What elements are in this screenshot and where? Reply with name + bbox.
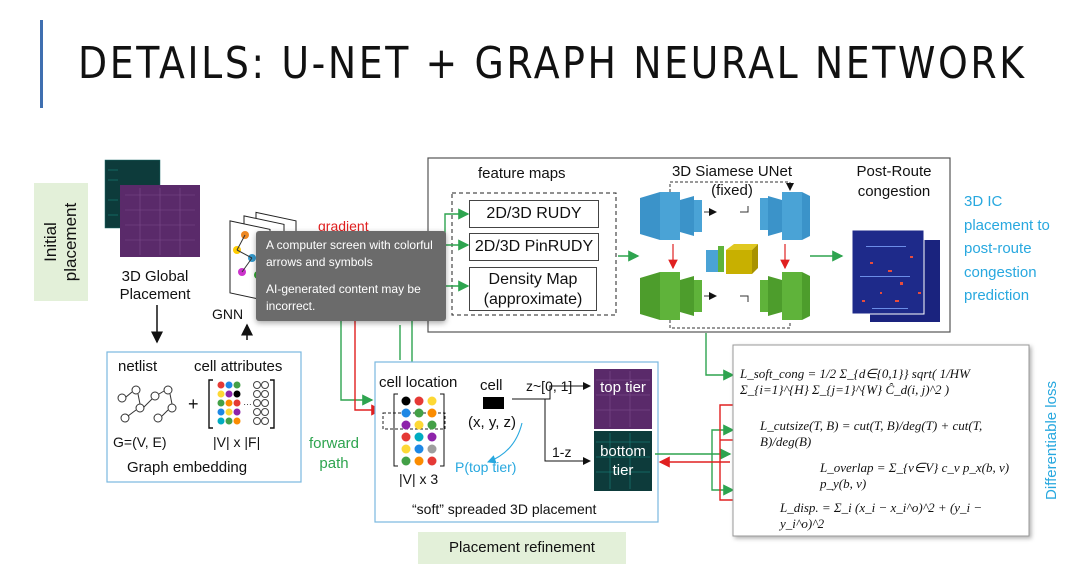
feature-maps-group [451,192,617,316]
cell-attributes-label: cell attributes [194,358,283,375]
cell-attribute-matrix [208,379,275,429]
loss-cutsize-eq: L_cutsize(T, B) = cut(T, B)/deg(T) + cut… [760,418,983,449]
cell-label: cell [480,377,503,394]
v-x3-label: |V| x 3 [399,471,439,487]
xyz-label: (x, y, z) [468,414,517,431]
top-tier-label: top tier [600,379,646,396]
loss-displacement-eq: L_disp. = Σ_i (x_i − x_i^o)^2 + (y_i − y… [780,500,983,531]
forward-path-label: forward path [308,435,360,472]
plus-sign: + [188,394,199,414]
congestion-map-image [851,229,940,322]
differentiable-loss-wrap: Differentiable loss [1038,345,1064,536]
loss-soft-cong-eq: L_soft_cong = 1/2 Σ_{d∈{0,1}} sqrt( 1/HW… [740,366,970,397]
title-accent-bar [40,20,43,108]
initial-placement-label-wrap: Initial placement [34,183,88,301]
tooltip-disclaimer: AI-generated content may be incorrect. [266,282,421,313]
svg-text:…: … [243,397,252,407]
global-placement-label: 3D Global Placement [119,268,191,303]
one-minus-z-label: 1-z [552,444,572,460]
gradient-label: gradient [318,218,369,234]
post-route-label: Post-Route congestion [856,163,932,200]
gnn-label: GNN [212,306,244,322]
density-map-box: Density Map (approximate) [469,267,597,311]
top-tier-image [594,369,652,429]
prediction-label: 3D IC placement to post-route congestion… [964,193,1050,304]
pinrudy-box: 2D/3D PinRUDY [469,233,599,261]
placement-refinement-label: Placement refinement [449,539,595,556]
cell-rect [483,397,504,409]
soft-placement-caption: “soft” spreaded 3D placement [412,501,597,517]
feature-maps-label: feature maps [478,165,566,182]
initial-placement-label: Initial placement [41,202,81,282]
graph-embedding-box [106,351,302,483]
rudy-box: 2D/3D RUDY [469,200,599,228]
tooltip-description: A computer screen with colorful arrows a… [266,238,433,269]
p-top-tier-label: P(top tier) [455,459,517,475]
bottom-tier-image [594,431,652,491]
global-placement-image [104,159,200,257]
netlist-label: netlist [118,358,158,375]
loss-box [732,344,1030,537]
bottom-tier-label: bottom tier [600,443,646,479]
image-alt-tooltip: A computer screen with colorful arrows a… [256,231,446,321]
unet-title: 3D Siamese UNet [671,163,793,180]
initial-placement-box [34,183,88,301]
differentiable-loss-label: Differentiable loss [1042,381,1060,500]
cell-attributes-dots: … [216,381,270,427]
z-range-label: z~[0, 1] [526,378,573,394]
loss-overlap-eq: L_overlap = Σ_{v∈V} c_v p_x(b, v) p_y(b,… [820,460,1010,491]
graph-embedding-caption: Graph embedding [127,459,248,476]
cell-location-label: cell location [379,374,458,391]
unet-fixed-label: (fixed) [711,182,753,199]
graph-formula: G=(V, E) [113,434,167,450]
matrix-size: |V| x |F| [213,434,261,450]
siamese-unet-image [640,181,810,329]
netlist-graph-icon [117,385,177,423]
slide-title: DETAILS: U-NET + GRAPH NEURAL NETWORK [78,38,1027,89]
placement-refinement-box [418,532,626,564]
cell-location-dots [400,394,440,466]
